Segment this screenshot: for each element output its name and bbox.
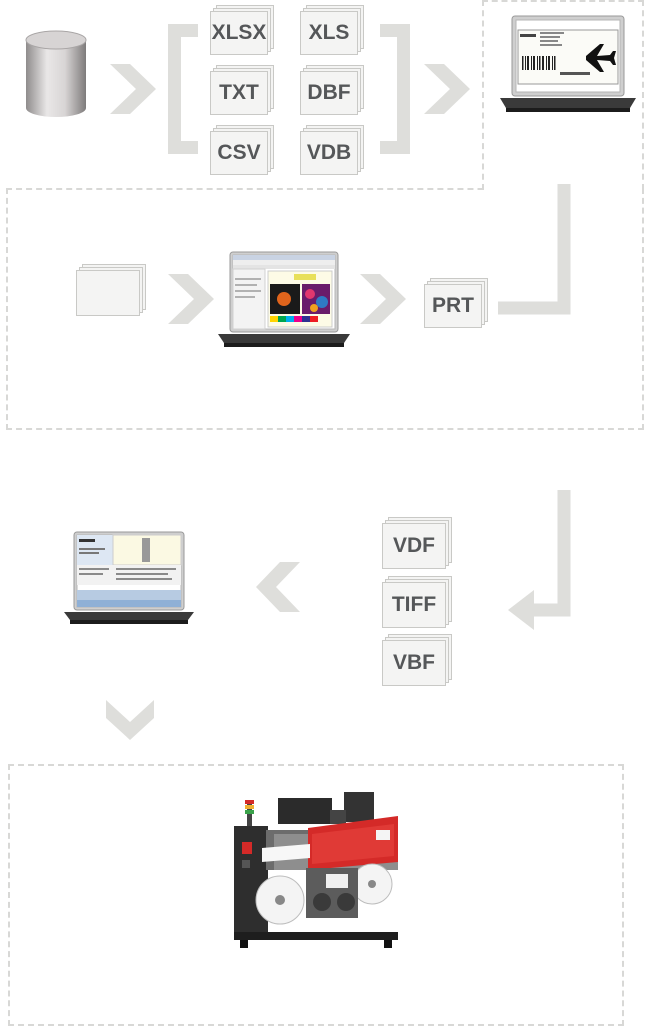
corner-arrow-icon xyxy=(498,184,574,316)
file-format-label: VDB xyxy=(300,131,358,175)
file-format-label: DBF xyxy=(300,71,358,115)
chevron-left-icon xyxy=(256,562,300,612)
section-frame-print xyxy=(8,764,624,1026)
file-format-label: XLSX xyxy=(210,11,268,55)
laptop-icon xyxy=(500,14,638,114)
laptop-icon xyxy=(64,530,196,626)
chevron-right-icon xyxy=(360,274,406,324)
file-format-label: VDF xyxy=(382,523,446,569)
corner-arrow-icon xyxy=(508,490,580,640)
section-frame-design xyxy=(6,188,644,430)
file-format-label: XLS xyxy=(300,11,358,55)
file-format-label: CSV xyxy=(210,131,268,175)
file-format-label: VBF xyxy=(382,640,446,686)
file-format-label: PRT xyxy=(424,284,482,328)
printing-press-icon xyxy=(226,790,406,950)
chevron-right-icon xyxy=(168,274,214,324)
database-icon xyxy=(24,30,88,120)
chevron-right-icon xyxy=(110,64,156,114)
chevron-down-icon xyxy=(106,700,154,740)
bracket-left xyxy=(168,24,198,154)
file-format-label: TIFF xyxy=(382,582,446,628)
chevron-right-icon xyxy=(424,64,470,114)
file-format-label: TXT xyxy=(210,71,268,115)
laptop-icon xyxy=(218,250,352,348)
bracket-right xyxy=(380,24,410,154)
